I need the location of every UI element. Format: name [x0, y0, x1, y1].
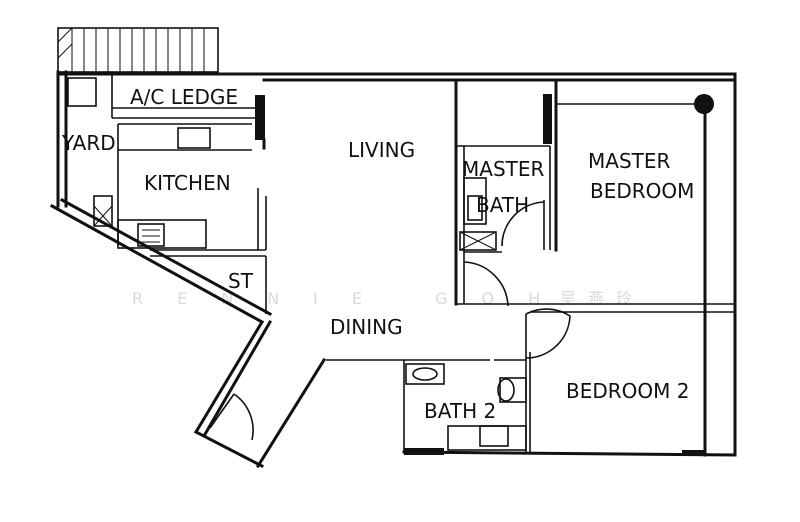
bedroom2-bath2-zone [326, 308, 571, 452]
master-bedroom-zone [510, 78, 735, 313]
room-labels: A/C LEDGE YARD LIVING KITCHEN MASTER BAT… [61, 85, 694, 423]
kitchen-label: KITCHEN [144, 171, 231, 195]
dining-label: DINING [330, 315, 403, 339]
main-entrance [209, 393, 254, 441]
exterior-walls [49, 70, 737, 469]
yard-hatch [57, 27, 219, 73]
yard-label: YARD [61, 131, 116, 155]
living-label: LIVING [348, 138, 415, 162]
bedroom-2-label: BEDROOM 2 [566, 379, 689, 403]
master-bedroom-label-line2: BEDROOM [590, 179, 694, 203]
ac-ledge-label: A/C LEDGE [130, 85, 238, 109]
master-bath-zone [454, 78, 552, 307]
master-bath-label-line2: BATH [476, 193, 529, 217]
store-label: ST [228, 269, 254, 293]
master-bedroom-label-line1: MASTER [588, 149, 670, 173]
bath-2-label: BATH 2 [424, 399, 496, 423]
watermark-chinese: 吴燕玲 [560, 289, 644, 308]
master-bath-label-line1: MASTER [462, 157, 544, 181]
kitchen-zone [67, 74, 267, 314]
